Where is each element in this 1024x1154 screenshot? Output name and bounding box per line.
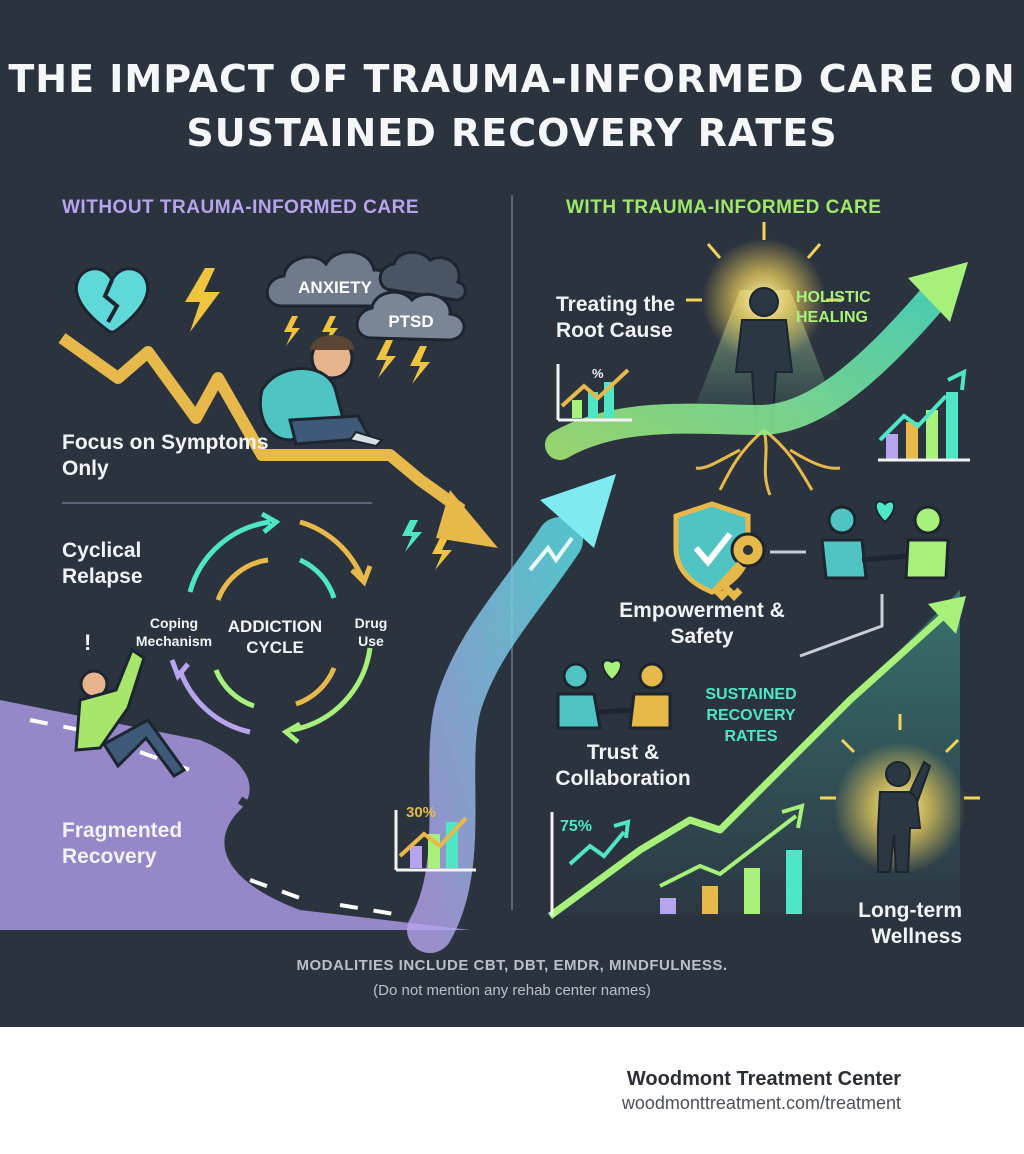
infographic-panel: ! bbox=[0, 0, 1024, 1027]
declining-arrow bbox=[58, 333, 466, 515]
mini-chart-75 bbox=[550, 803, 805, 916]
relapse-label: Cyclical Relapse bbox=[62, 539, 143, 588]
without-care-heading: WITHOUT TRAUMA-INFORMED CARE bbox=[62, 197, 420, 218]
roots bbox=[695, 428, 841, 496]
addiction-cycle-diagram bbox=[169, 511, 373, 744]
brand-block: Woodmont Treatment Center woodmonttreatm… bbox=[622, 1066, 901, 1114]
distressed-person-icon bbox=[258, 335, 384, 448]
wellness-rays bbox=[820, 714, 980, 800]
brand-url[interactable]: woodmonttreatment.com/treatment bbox=[621, 1093, 901, 1113]
page-title: THE IMPACT OF TRAUMA-INFORMED CARE ON SU… bbox=[8, 57, 1016, 155]
brand-name: Woodmont Treatment Center bbox=[626, 1068, 901, 1090]
sustained-recovery-arrow bbox=[547, 607, 953, 919]
with-care-heading: WITH TRAUMA-INFORMED CARE bbox=[566, 197, 882, 218]
illustration-layer: ! bbox=[0, 195, 980, 953]
lightning-icon bbox=[410, 346, 430, 384]
stat-75: 75% bbox=[560, 818, 593, 835]
storm-cloud-dark bbox=[378, 250, 467, 302]
broken-heart-icon bbox=[74, 267, 150, 334]
coping-mechanism-label: Coping Mechanism bbox=[135, 615, 213, 649]
trust-label: Trust & Collaboration bbox=[555, 741, 691, 790]
addiction-cycle-label: ADDICTION CYCLE bbox=[227, 617, 323, 657]
lightning-icon bbox=[322, 316, 338, 346]
mini-chart-percent-symbol: % bbox=[592, 366, 604, 381]
lightning-icon bbox=[284, 316, 300, 346]
fragmented-label: Fragmented Recovery bbox=[62, 819, 183, 868]
root-cause-arrow bbox=[545, 275, 955, 460]
celebrating-person-icon bbox=[877, 760, 932, 873]
road-crack bbox=[237, 796, 288, 864]
sun-rays bbox=[686, 222, 842, 302]
lightning-icon bbox=[402, 520, 422, 552]
key-icon bbox=[711, 532, 766, 601]
root-cause-label: Treating the Root Cause bbox=[556, 293, 676, 342]
lightning-icon bbox=[376, 340, 396, 378]
lightning-icon bbox=[185, 268, 220, 332]
recovery-path-arrow-head bbox=[540, 474, 616, 548]
mini-chart-growth bbox=[878, 368, 970, 462]
anxiety-label: ANXIETY bbox=[298, 278, 372, 297]
disclaimer-note: (Do not mention any rehab center names) bbox=[373, 982, 651, 999]
svg-text:!: ! bbox=[84, 630, 91, 655]
empowerment-label: Empowerment & Safety bbox=[619, 599, 785, 648]
falling-person-icon: ! bbox=[74, 630, 187, 778]
wellness-label: Long-term Wellness bbox=[858, 899, 962, 948]
holistic-healing-label: HOLISTIC HEALING bbox=[796, 289, 871, 326]
mini-chart-30 bbox=[394, 810, 476, 872]
sustained-recovery-arrow-head bbox=[928, 596, 966, 634]
ptsd-cloud bbox=[355, 290, 466, 342]
sustained-recovery-label: SUSTAINED RECOVERY RATES bbox=[705, 686, 797, 745]
stat-30: 30% bbox=[406, 804, 437, 821]
trust-people-icon bbox=[556, 659, 672, 730]
people-heart-icon bbox=[820, 500, 950, 580]
symptoms-label: Focus on Symptoms Only bbox=[62, 431, 269, 480]
root-cause-arrow-head bbox=[908, 262, 968, 322]
modalities-note: MODALITIES INCLUDE CBT, DBT, EMDR, MINDF… bbox=[296, 957, 728, 974]
ptsd-label: PTSD bbox=[388, 312, 434, 331]
fragmented-road bbox=[0, 700, 470, 930]
drug-use-label: Drug Use bbox=[354, 615, 388, 649]
lightning-icon bbox=[432, 538, 452, 570]
declining-arrow-head bbox=[436, 490, 498, 548]
standing-person-icon bbox=[734, 287, 794, 431]
mini-chart-percent bbox=[556, 364, 632, 422]
